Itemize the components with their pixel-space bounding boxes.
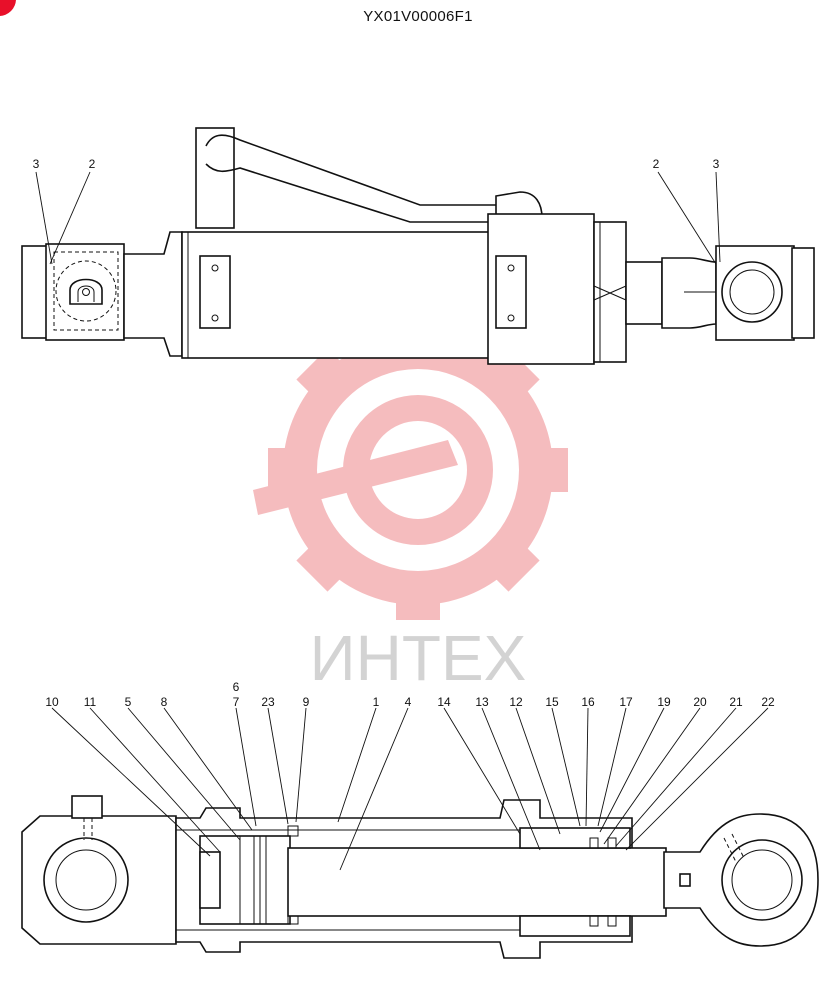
callout-11: 11: [84, 695, 97, 709]
callout-19: 19: [657, 695, 671, 709]
watermark-text: ИНТЕХ: [310, 622, 527, 694]
section-rod-eye: [663, 813, 819, 947]
callout-15: 15: [545, 695, 559, 709]
callout-17: 17: [619, 695, 633, 709]
top-view-right-eye-cap: [791, 247, 815, 339]
callout-4: 4: [405, 695, 412, 709]
top-view-cylinder: [21, 127, 815, 365]
callout-top-left-3: 3: [33, 157, 40, 171]
callout-1: 1: [373, 695, 380, 709]
top-view-gland-nut: [593, 221, 627, 363]
callout-16: 16: [581, 695, 595, 709]
section-gland-top: [519, 827, 631, 849]
top-view-piston-rod: [625, 261, 663, 325]
callout-10: 10: [45, 695, 59, 709]
callout-21: 21: [729, 695, 743, 709]
callout-12: 12: [509, 695, 523, 709]
watermark-gear-icon: [253, 320, 568, 620]
callout-13: 13: [475, 695, 489, 709]
document-code: YX01V00006F1: [363, 8, 473, 25]
callout-9: 9: [303, 695, 310, 709]
top-view-left-eye-cap: [21, 245, 49, 339]
section-left-clevis: [21, 815, 177, 945]
top-view-barrel: [181, 231, 493, 359]
callout-23: 23: [261, 695, 275, 709]
callout-top-left-2: 2: [89, 157, 96, 171]
callout-22: 22: [761, 695, 775, 709]
top-view-callouts: 3 2 2 3: [33, 157, 720, 171]
callout-top-right-3: 3: [713, 157, 720, 171]
callout-7: 7: [233, 695, 240, 709]
callout-top-right-2: 2: [653, 157, 660, 171]
section-gland-bottom: [519, 915, 631, 937]
callout-14: 14: [437, 695, 451, 709]
section-view-callouts: 10 11 5 8 6 7 23 9 1 4 14 13 12 15 16 17…: [45, 680, 775, 709]
watermark: ИНТЕХ: [253, 320, 568, 694]
section-view-leaders: [51, 707, 769, 871]
callout-6: 6: [233, 680, 240, 694]
callout-5: 5: [125, 695, 132, 709]
top-view-pipe-bracket: [195, 127, 235, 229]
callout-8: 8: [161, 695, 168, 709]
callout-20: 20: [693, 695, 707, 709]
top-view-left-eye-block: [45, 243, 125, 341]
section-view-cylinder: [21, 795, 819, 959]
